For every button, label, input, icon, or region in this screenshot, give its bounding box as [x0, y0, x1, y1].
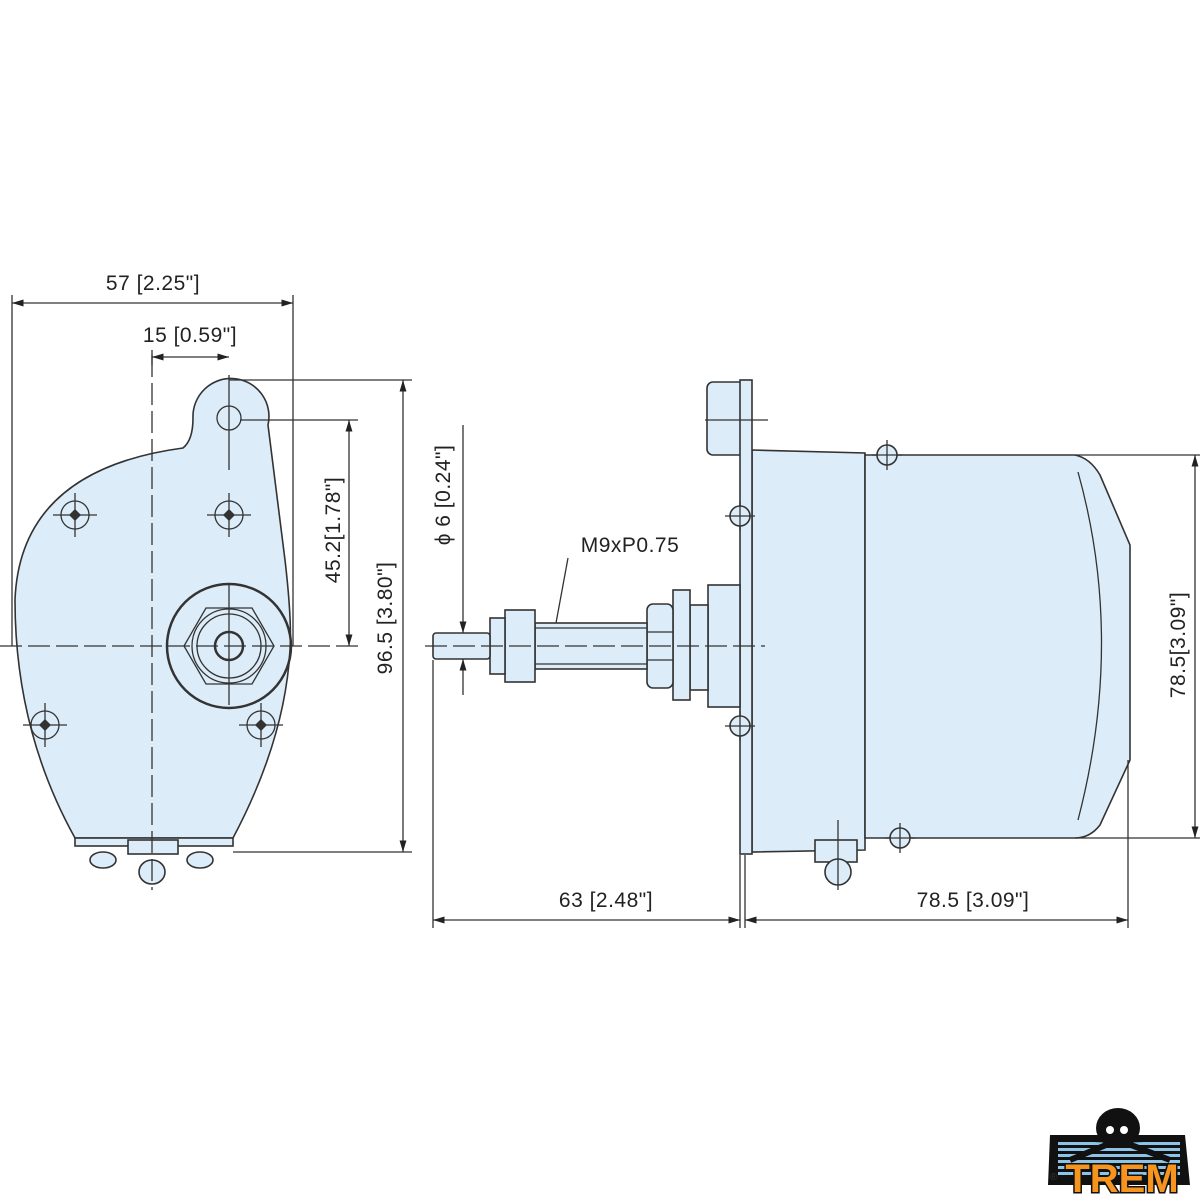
- dim-body-length: 78.5 [3.09"]: [917, 889, 1030, 912]
- dim-shaft-diameter: ϕ 6 [0.24"]: [432, 445, 455, 546]
- screw-head-icon: [725, 501, 755, 531]
- mounting-flange: [739, 379, 753, 855]
- side-view: ϕ 6 [0.24"] M9xP0.75 63 [2.48"] 78.5 [3.…: [425, 379, 1200, 928]
- dim-mount-to-shaft: 45.2[1.78"]: [322, 477, 345, 583]
- dim-shaft-length: 63 [2.48"]: [559, 889, 653, 912]
- screw-hole-icon: [239, 703, 283, 747]
- logo-stripe: [1058, 1148, 1180, 1151]
- logo-wordmark: TREM: [1065, 1157, 1178, 1200]
- logo-stripe: [1058, 1154, 1180, 1157]
- screw-holes: [23, 493, 283, 747]
- dim-overall-width: 57 [2.25"]: [106, 272, 200, 295]
- motor-can: [864, 454, 1131, 839]
- terminal-block: [127, 839, 179, 855]
- logo-stripe: [1058, 1160, 1180, 1163]
- thread-spec-label: M9xP0.75: [581, 534, 680, 557]
- screw-hole-icon: [53, 493, 97, 537]
- logo-stripe: [1058, 1172, 1180, 1175]
- logo-stripe: [1058, 1166, 1180, 1169]
- washer: [672, 589, 691, 701]
- side-screw-heads: [725, 440, 915, 853]
- screw-head-icon: [725, 711, 755, 741]
- trem-logo: TREM ®: [1048, 1108, 1190, 1200]
- dim-overall-height: 96.5 [3.80"]: [374, 562, 397, 675]
- gearbox-housing-outline: [14, 377, 292, 839]
- screw-head-icon: [885, 823, 915, 853]
- gear-housing: [751, 449, 866, 853]
- screw-head-icon: [872, 440, 902, 470]
- front-view: 57 [2.25"] 15 [0.59"] 45.2[1.78"] 96.5 […: [0, 272, 412, 890]
- dim-body-diameter: 78.5[3.09"]: [1167, 592, 1190, 698]
- registered-mark: ®: [1050, 1172, 1058, 1183]
- dim-offset-width: 15 [0.59"]: [143, 324, 237, 347]
- screw-hole-icon: [23, 703, 67, 747]
- screw-hole-icon: [207, 493, 251, 537]
